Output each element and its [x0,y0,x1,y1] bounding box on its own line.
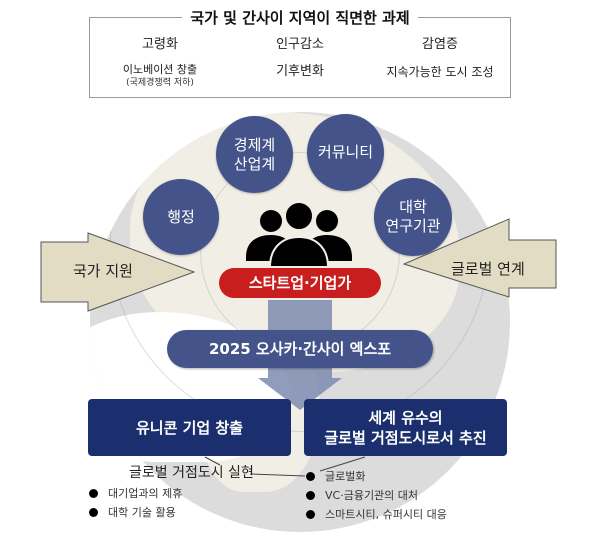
challenge-item-main: 기후변화 [276,64,324,79]
bullet-dot-icon [89,508,98,517]
list-item-text: 대기업과의 제휴 [108,487,183,500]
bubble-university-line2: 연구기관 [385,217,441,235]
people-group-icon [246,201,352,268]
challenge-item: 지속가능한 도시 조성 [370,58,510,92]
bubble-economy-line1: 경제계 [233,135,276,154]
bubble-community: 커뮤니티 [307,114,384,191]
national-support-arrow [40,232,196,312]
global-link-label: 글로벌 연계 [451,260,525,278]
challenge-item-main: 이노베이션 창출 [122,63,198,76]
bubble-administration-label: 행정 [167,207,195,226]
challenge-item: 기후변화 [230,58,370,92]
bubble-administration: 행정 [143,179,219,255]
challenges-box: 국가 및 간사이 지역이 직면한 과제 고령화 인구감소 감염증 이노베이션 창… [89,9,511,98]
challenge-item-sub: (국제경쟁력 저하) [126,78,194,88]
list-item: 글로벌화 [306,467,447,486]
bullet-dot-icon [306,510,315,519]
left-bullet-list: 대기업과의 제휴 대학 기술 활용 [89,484,182,522]
right-bullet-list: 글로벌화 VC·금융기관의 대처 스마트시티, 슈퍼시티 대응 [306,467,447,524]
challenge-item: 고령화 [142,37,178,52]
outcome-unicorn-label: 유니콘 기업 창출 [135,418,244,437]
bubble-economy-industry: 경제계 산업계 [216,116,293,193]
list-item: 스마트시티, 슈퍼시티 대응 [306,505,447,524]
outcome-global-hub-box: 세계 유수의 글로벌 거점도시로서 추진 [304,399,507,456]
outcome-unicorn-box: 유니콘 기업 창출 [88,399,291,456]
national-support-label: 국가 지원 [73,262,133,280]
challenge-item: 감염증 [422,37,458,52]
list-item-text: 대학 기술 활용 [108,506,176,519]
bubble-economy-line2: 산업계 [233,154,276,173]
challenge-item: 이노베이션 창출 (국제경쟁력 저하) [90,58,230,92]
outcome-global-hub-line2: 글로벌 거점도시로서 추진 [324,428,487,447]
bubble-university-line1: 대학 [399,198,427,216]
list-item-text: 스마트시티, 슈퍼시티 대응 [325,508,447,521]
challenge-item: 인구감소 [276,37,324,52]
challenge-item-main: 지속가능한 도시 조성 [386,65,494,79]
expo-badge: 2025 오사카·간사이 엑스포 [167,330,433,368]
list-item: 대기업과의 제휴 [89,484,182,503]
list-item: VC·금융기관의 대처 [306,486,447,505]
connector-lines [204,456,366,477]
bullet-dot-icon [306,472,315,481]
list-item: 대학 기술 활용 [89,503,182,522]
bubble-university-research: 대학 연구기관 [374,178,452,256]
list-item-text: VC·금융기관의 대처 [325,489,419,502]
bullet-dot-icon [89,489,98,498]
bullet-dot-icon [306,491,315,500]
challenges-title: 국가 및 간사이 지역이 직면한 과제 [182,9,418,27]
global-hub-realization-label: 글로벌 거점도시 실현 [129,465,254,481]
startup-entrepreneur-badge: 스타트업·기업가 [219,268,381,298]
challenges-grid: 고령화 인구감소 감염증 이노베이션 창출 (국제경쟁력 저하) 기후변화 지속… [90,32,510,92]
outcome-global-hub-line1: 세계 유수의 [368,408,443,427]
bubble-community-label: 커뮤니티 [317,143,374,161]
global-link-arrow [403,218,557,298]
list-item-text: 글로벌화 [325,470,366,483]
